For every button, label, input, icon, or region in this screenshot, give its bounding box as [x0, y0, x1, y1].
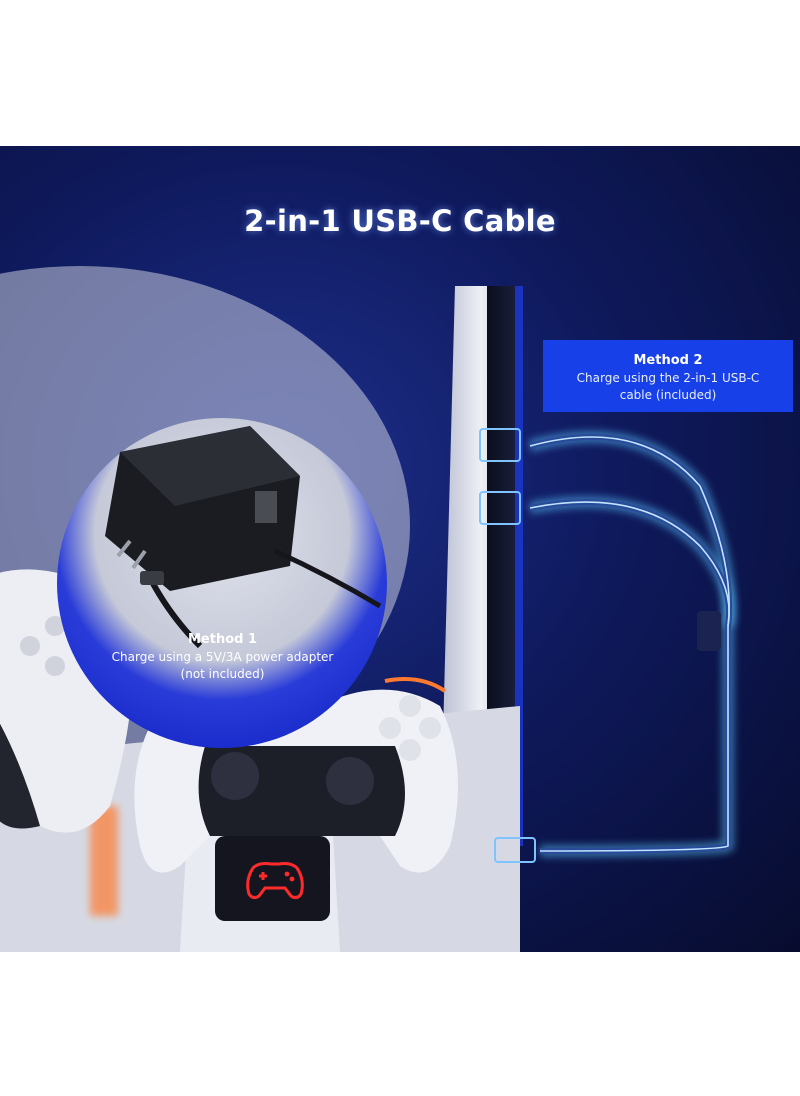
usb-c-plug-icon: [479, 428, 536, 863]
method1-description-line1: Charge using a 5V/3A power adapter: [111, 650, 334, 664]
product-scene: 2-in-1 USB-C Cable Method 2 Charge using…: [0, 146, 800, 952]
method1-description-line2: (not included): [180, 667, 265, 681]
method2-title: Method 2: [633, 353, 703, 368]
method2-callout: Method 2 Charge using the 2-in-1 USB-C c…: [543, 340, 793, 412]
page-title: 2-in-1 USB-C Cable: [244, 204, 556, 238]
method1-callout: Method 1 Charge using a 5V/3A power adap…: [70, 632, 375, 681]
method2-description-line1: Charge using the 2-in-1 USB-C: [576, 371, 760, 385]
scene-illustration: [0, 266, 736, 952]
method2-description-line2: cable (included): [619, 388, 717, 402]
usb-c-cable: [479, 428, 736, 863]
method1-title: Method 1: [187, 632, 258, 647]
power-adapter-icon: [105, 426, 382, 649]
gamepad-icon: [246, 862, 304, 900]
method1-circle: [57, 418, 387, 748]
